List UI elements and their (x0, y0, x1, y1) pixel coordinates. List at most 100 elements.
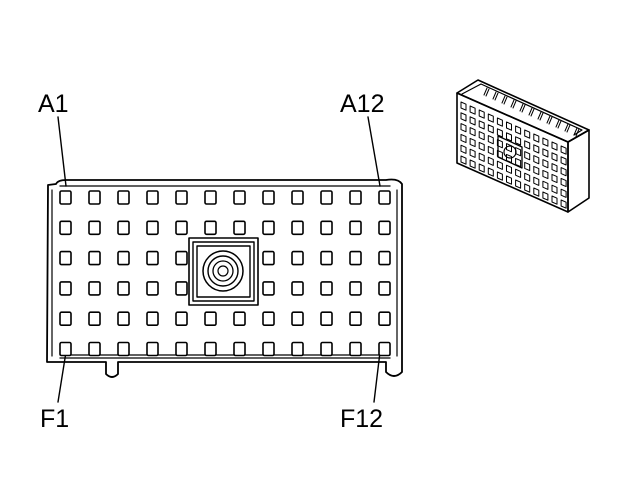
iso-rib-7 (537, 111, 544, 121)
iso-cavity-r1-c4 (487, 113, 494, 123)
cavity-r5-c3 (117, 311, 130, 327)
cavity-r4-c8 (262, 281, 275, 296)
iso-cavity-r5-c7 (515, 168, 522, 178)
cavity-r1-c10 (320, 190, 333, 205)
cavity-r6-c10 (320, 341, 333, 357)
iso-cavity-r6-c8 (524, 183, 531, 193)
cavity-r5-c9 (291, 311, 304, 327)
cavity-r5-c1 (59, 311, 72, 327)
iso-rib-11 (573, 127, 580, 137)
iso-cavity-r4-c7 (515, 157, 522, 168)
leader-line-a1 (57, 116, 67, 187)
iso-cavity-r6-c5 (496, 171, 503, 181)
iso-cavity-r1-c11 (551, 141, 558, 151)
iso-center-ring (503, 145, 517, 159)
cavity-r2-c1 (59, 220, 72, 236)
iso-cavity-r4-c2 (469, 137, 476, 148)
iso-cavity-r1-c3 (478, 109, 485, 119)
cavity-r6-c8 (262, 341, 275, 357)
center-key-block (188, 237, 259, 306)
iso-cavity-r5-c10 (542, 180, 549, 190)
iso-cavity-r3-c2 (469, 127, 476, 137)
iso-rib-2 (492, 91, 499, 101)
cavity-r2-c3 (117, 220, 130, 236)
cavity-r6-c2 (88, 341, 101, 357)
iso-rib-5 (519, 103, 526, 113)
cavity-r2-c9 (291, 220, 304, 236)
cavity-r1-c3 (117, 190, 130, 205)
iso-cavity-r2-c3 (478, 120, 485, 130)
iso-cavity-r5-c3 (478, 152, 485, 162)
iso-cavity-r2-c11 (551, 152, 558, 162)
iso-rib-4 (510, 99, 517, 109)
cavity-r6-c11 (349, 341, 362, 357)
iso-center-key (497, 135, 523, 169)
iso-cavity-r3-c8 (524, 151, 531, 161)
center-block-mid (192, 241, 255, 302)
cavity-r6-c5 (175, 341, 188, 357)
cavity-r2-c6 (204, 220, 217, 236)
iso-cavity-r6-c6 (506, 175, 512, 185)
iso-rib-3 (501, 95, 508, 105)
iso-cavity-r6-c3 (478, 163, 485, 173)
cavity-r5-c11 (349, 311, 362, 327)
cavity-r3-c8 (262, 250, 275, 266)
cavity-r5-c7 (233, 311, 246, 327)
iso-side-face (567, 129, 590, 213)
iso-cavity-r1-c8 (524, 129, 531, 139)
cavity-r2-c7 (233, 220, 246, 236)
iso-front-face (456, 92, 569, 213)
cavity-r1-c6 (204, 190, 217, 205)
cavity-r5-c5 (175, 311, 188, 327)
center-ring-mid (207, 255, 239, 287)
cavity-r6-c6 (204, 341, 217, 357)
cavity-r4-c4 (146, 281, 159, 296)
iso-cavity-r6-c11 (551, 195, 558, 205)
iso-cavity-r3-c1 (460, 123, 467, 133)
label-f1: F1 (40, 405, 69, 433)
iso-cavity-r5-c11 (551, 184, 558, 194)
connector-outline (46, 178, 403, 378)
iso-cavity-r4-c4 (487, 145, 494, 156)
cavity-r5-c4 (146, 311, 159, 327)
iso-cavity-r3-c12 (560, 167, 567, 177)
iso-cavity-r2-c5 (496, 128, 503, 138)
cavity-r5-c6 (204, 311, 217, 327)
cavity-r6-c1 (59, 341, 72, 357)
iso-cavity-r4-c10 (542, 169, 549, 180)
iso-cavity-r1-c9 (533, 133, 540, 143)
cavity-r3-c2 (88, 250, 101, 266)
cavity-r4-c3 (117, 281, 130, 296)
iso-rib-6 (528, 107, 535, 117)
cavity-r3-c4 (146, 250, 159, 266)
iso-cavity-r1-c10 (542, 137, 549, 147)
cavity-r5-c12 (378, 311, 391, 327)
center-ring-outer (202, 250, 244, 292)
cavity-r4-c11 (349, 281, 362, 296)
cavity-r1-c1 (59, 190, 72, 205)
iso-rib-8 (546, 115, 553, 125)
cavity-r6-c7 (233, 341, 246, 357)
iso-cavity-r5-c12 (560, 188, 567, 198)
iso-cavity-r4-c8 (524, 161, 531, 172)
iso-top-ribs (483, 87, 580, 137)
iso-cavity-r1-c7 (515, 125, 522, 135)
iso-rib-10 (564, 123, 571, 133)
cavity-r2-c4 (146, 220, 159, 236)
iso-cavity-r1-c6 (506, 121, 512, 131)
iso-top-face (456, 79, 590, 143)
cavity-r2-c5 (175, 220, 188, 236)
iso-cavity-r6-c4 (487, 167, 494, 177)
leader-line-a12 (367, 116, 381, 187)
leader-line-f12 (373, 351, 381, 403)
iso-cavity-r6-c7 (515, 179, 522, 189)
iso-cavity-r5-c5 (496, 160, 503, 170)
iso-cavity-r5-c9 (533, 176, 540, 186)
cavity-r5-c10 (320, 311, 333, 327)
iso-cavity-grid (460, 101, 567, 209)
iso-cavity-r2-c10 (542, 148, 549, 158)
iso-cavity-r2-c9 (533, 144, 540, 154)
cavity-r3-c9 (291, 250, 304, 266)
cavity-r2-c2 (88, 220, 101, 236)
